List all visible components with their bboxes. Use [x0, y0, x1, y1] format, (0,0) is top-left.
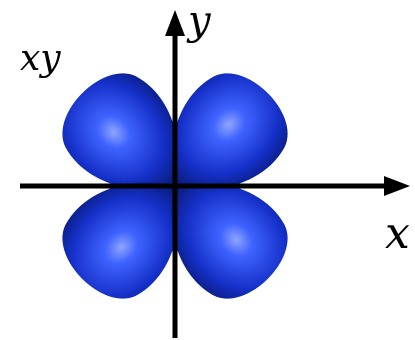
lobe-lower-left [62, 182, 179, 299]
orbital-lobes [62, 73, 288, 299]
lobe-upper-right [171, 73, 288, 190]
orbital-label: xy [20, 38, 61, 79]
y-axis-arrowhead [165, 10, 185, 36]
lobe-upper-left [62, 73, 179, 190]
x-axis-arrowhead [384, 176, 410, 196]
x-axis-label: x [385, 208, 410, 259]
axes [20, 10, 410, 338]
y-axis-label: y [186, 0, 212, 44]
lobe-lower-right [171, 182, 288, 299]
